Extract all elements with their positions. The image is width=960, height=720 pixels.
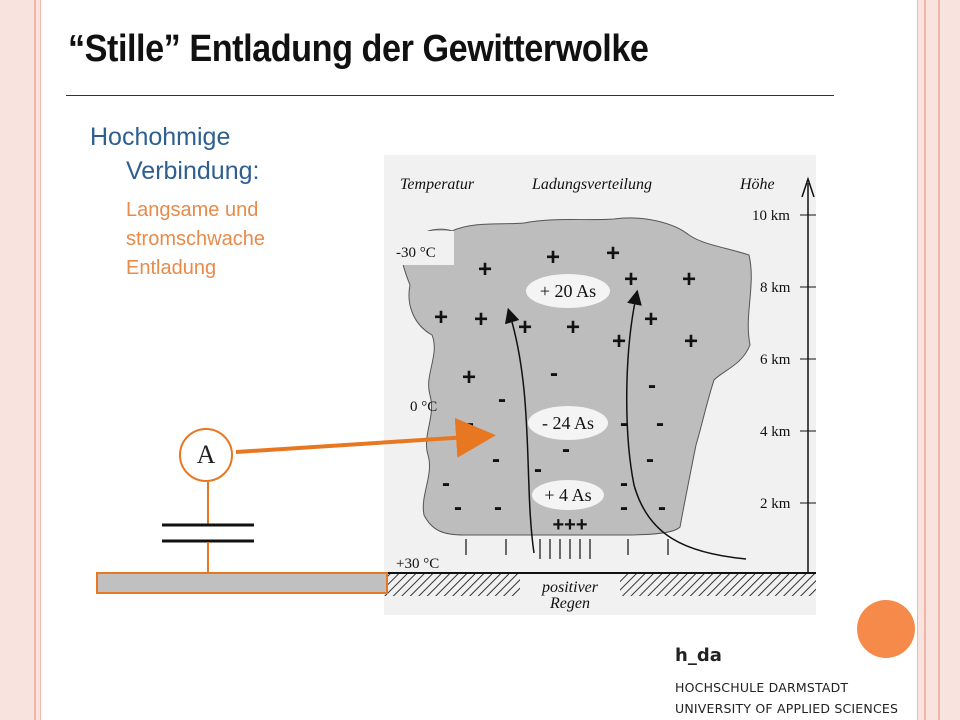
ground-hatch-right [620, 574, 816, 596]
svg-text:-: - [620, 410, 628, 437]
height-label: 8 km [760, 280, 791, 296]
charge-top-label: + 20 As [540, 281, 596, 301]
temp-top-label: -30 °C [396, 245, 436, 261]
ground-hatch-left [384, 574, 520, 596]
temp-top-bg [388, 231, 454, 265]
bullet-level1-line1: Hochohmige [90, 123, 231, 151]
svg-text:+: + [478, 256, 492, 283]
svg-text:-: - [620, 494, 628, 521]
thundercloud-diagram: Temperatur Ladungsverteilung Höhe -30 °C… [384, 155, 816, 615]
svg-text:-: - [494, 494, 502, 521]
updraft-arrow-left [504, 307, 535, 554]
bullet-level2-line: Entladung [126, 257, 217, 279]
svg-text:-: - [442, 470, 450, 497]
temp-bottom-label: +30 °C [396, 556, 439, 572]
svg-text:+: + [546, 244, 560, 271]
svg-text:+: + [644, 306, 658, 333]
svg-text:-: - [658, 494, 666, 521]
height-axis-arrow [801, 176, 815, 198]
bullet-level2: Langsame und stromschwache Entladung [126, 196, 265, 283]
svg-text:-: - [656, 410, 664, 437]
slide-frame-left [0, 0, 41, 720]
university-logo: h_da HOCHSCHULE DARMSTADT UNIVERSITY OF … [675, 645, 898, 716]
charge-low-ellipse [532, 480, 604, 510]
rain-lines [465, 539, 669, 559]
svg-text:+: + [682, 266, 696, 293]
logo-line2: UNIVERSITY OF APPLIED SCIENCES [675, 701, 899, 716]
svg-text:+: + [474, 306, 488, 333]
charge-ground-label: +++ [552, 514, 587, 536]
svg-text:-: - [492, 446, 500, 473]
height-label: 6 km [760, 352, 791, 368]
svg-text:+: + [462, 364, 476, 391]
header-height: Höhe [739, 176, 775, 193]
ground-plate [96, 572, 388, 594]
charge-mid-label: - 24 As [542, 413, 594, 433]
svg-text:-: - [534, 456, 542, 483]
ammeter-symbol: A [179, 428, 233, 482]
header-charge-distribution: Ladungsverteilung [531, 176, 652, 193]
svg-text:+: + [566, 314, 580, 341]
charge-mid-ellipse [528, 406, 608, 440]
slide-title: “Stille” Entladung der Gewitterwolke [68, 28, 649, 70]
height-label: 2 km [760, 496, 791, 512]
svg-text:+: + [624, 266, 638, 293]
slide-frame-right [917, 0, 960, 720]
svg-text:+: + [684, 328, 698, 355]
logo-line1: HOCHSCHULE DARMSTADT [675, 680, 849, 695]
negative-charges: --- --- --- --- --- - [442, 360, 666, 521]
charge-low-label: + 4 As [544, 485, 591, 505]
bullet-level2-line: Langsame und [126, 199, 259, 221]
bullet-level2-line: stromschwache [126, 228, 265, 250]
height-label: 4 km [760, 424, 791, 440]
svg-text:-: - [550, 360, 558, 387]
rain-label-line2: Regen [549, 595, 590, 612]
decorative-circle [857, 600, 915, 658]
logo-mark: h_da [675, 645, 722, 666]
bullet-level1-line2: Verbindung: [126, 157, 260, 185]
svg-text:-: - [562, 436, 570, 463]
svg-text:-: - [498, 386, 506, 413]
svg-text:-: - [620, 470, 628, 497]
rain-label-line1: positiver [541, 579, 599, 596]
temp-mid-label: 0 °C [410, 399, 437, 415]
charge-top-ellipse [526, 274, 610, 308]
svg-text:-: - [646, 446, 654, 473]
height-label: 10 km [752, 208, 790, 224]
svg-text:-: - [466, 410, 474, 437]
svg-text:-: - [454, 494, 462, 521]
svg-text:+: + [434, 304, 448, 331]
updraft-arrow-right [626, 289, 747, 560]
header-temperature: Temperatur [400, 176, 475, 193]
svg-text:+: + [606, 240, 620, 267]
svg-text:+: + [612, 328, 626, 355]
positive-charges: +++ ++ +++ +++ ++ [434, 240, 698, 391]
thundercloud-svg: Temperatur Ladungsverteilung Höhe -30 °C… [384, 176, 816, 612]
svg-text:-: - [648, 372, 656, 399]
svg-text:+: + [518, 314, 532, 341]
title-divider [66, 95, 834, 96]
